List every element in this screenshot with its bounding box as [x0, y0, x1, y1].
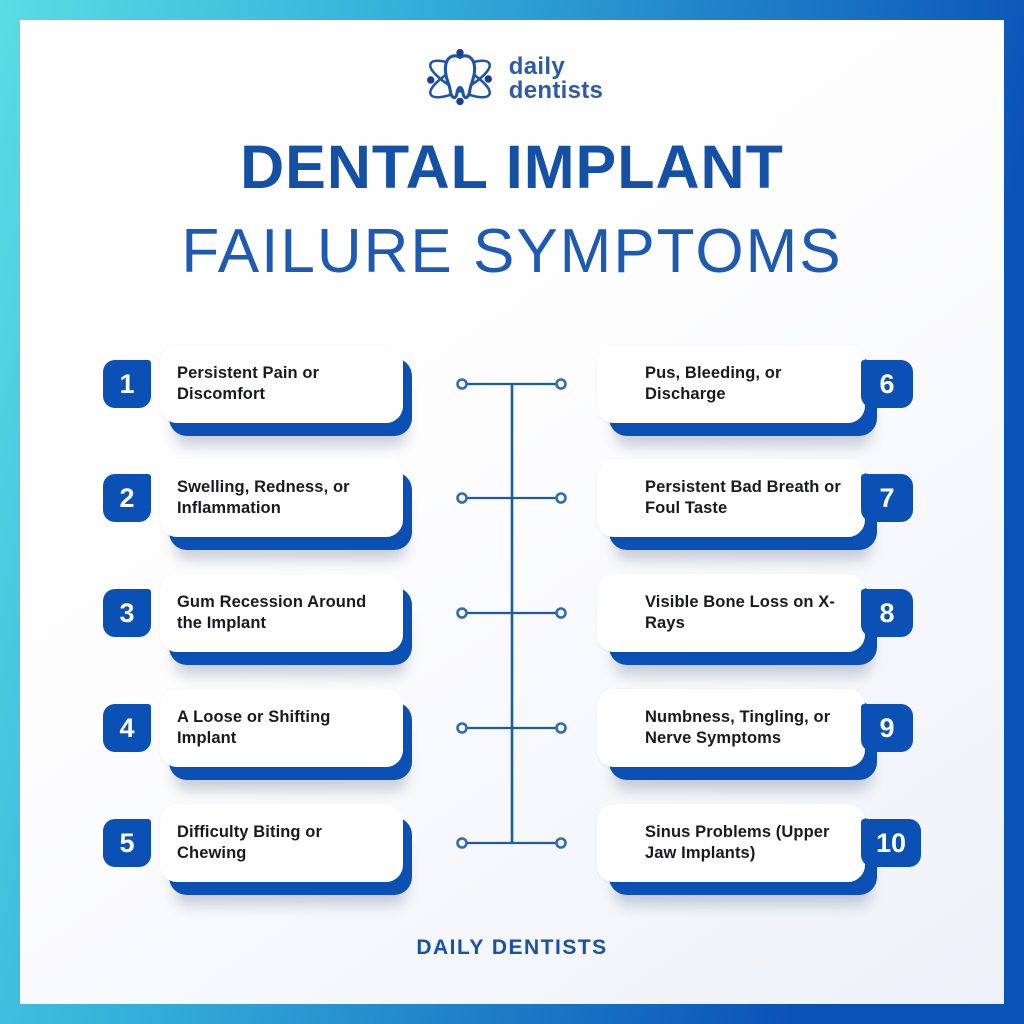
number-badge: 6 [861, 360, 913, 408]
number-badge: 1 [103, 360, 151, 408]
symptom-text: Numbness, Tingling, or Nerve Symptoms [645, 707, 831, 747]
number-badge: 9 [861, 704, 913, 752]
number-badge: 2 [103, 474, 151, 522]
symptom-text: Visible Bone Loss on X-Rays [645, 592, 835, 632]
symptom-text: Sinus Problems (Upper Jaw Implants) [645, 822, 830, 862]
symptom-row-6: Pus, Bleeding, or Discharge 6 [597, 345, 927, 441]
tooth-atom-icon [426, 48, 492, 106]
symptom-card: Sinus Problems (Upper Jaw Implants) [597, 804, 865, 882]
number-badge: 3 [103, 589, 151, 637]
number-badge: 5 [103, 819, 151, 867]
symptom-card: Pus, Bleeding, or Discharge [597, 345, 865, 423]
number-badge: 10 [861, 819, 921, 867]
symptom-card: Visible Bone Loss on X-Rays [597, 574, 865, 652]
symptom-text: Gum Recession Around the Implant [177, 592, 367, 632]
symptom-card: Difficulty Biting or Chewing [160, 804, 403, 882]
brand-name-line2: dentists [508, 77, 604, 104]
symptom-card: A Loose or Shifting Implant [160, 689, 403, 767]
brand-logo: daily dentists [20, 46, 1004, 112]
symptom-text: A Loose or Shifting Implant [177, 707, 331, 747]
page-title-line1: DENTAL IMPLANT [240, 133, 784, 201]
brand-name: daily dentists [509, 55, 603, 102]
number-badge: 8 [861, 589, 913, 637]
symptom-row-5: Difficulty Biting or Chewing 5 [103, 804, 418, 900]
symptom-card: Swelling, Redness, or Inflammation [160, 459, 403, 537]
symptom-text: Pus, Bleeding, or Discharge [645, 363, 782, 403]
symptom-row-2: Swelling, Redness, or Inflammation 2 [103, 459, 418, 555]
symptom-row-10: Sinus Problems (Upper Jaw Implants) 10 [597, 804, 927, 900]
symptom-text: Swelling, Redness, or Inflammation [177, 477, 350, 517]
symptom-card: Persistent Pain or Discomfort [160, 345, 403, 423]
symptom-row-8: Visible Bone Loss on X-Rays 8 [597, 574, 927, 670]
symptom-row-1: Persistent Pain or Discomfort 1 [103, 345, 418, 441]
symptom-row-7: Persistent Bad Breath or Foul Taste 7 [597, 459, 927, 555]
symptom-row-9: Numbness, Tingling, or Nerve Symptoms 9 [597, 689, 927, 785]
page-title-line2: FAILURE SYMPTOMS [181, 217, 843, 286]
symptom-text: Persistent Bad Breath or Foul Taste [645, 477, 841, 517]
brand-name-line1: daily [508, 53, 565, 81]
number-badge: 4 [103, 704, 151, 752]
symptom-card: Gum Recession Around the Implant [160, 574, 403, 652]
number-badge: 7 [861, 474, 913, 522]
symptom-row-3: Gum Recession Around the Implant 3 [103, 574, 418, 670]
symptom-text: Difficulty Biting or Chewing [177, 822, 322, 862]
content-panel: daily dentists DENTAL IMPLANT FAILURE SY… [20, 20, 1004, 1004]
symptom-row-4: A Loose or Shifting Implant 4 [103, 689, 418, 785]
footer-brand-text: DAILY DENTISTS [416, 936, 608, 959]
symptom-card: Numbness, Tingling, or Nerve Symptoms [597, 689, 865, 767]
symptom-text: Persistent Pain or Discomfort [177, 363, 320, 403]
symptom-card: Persistent Bad Breath or Foul Taste [597, 459, 865, 537]
